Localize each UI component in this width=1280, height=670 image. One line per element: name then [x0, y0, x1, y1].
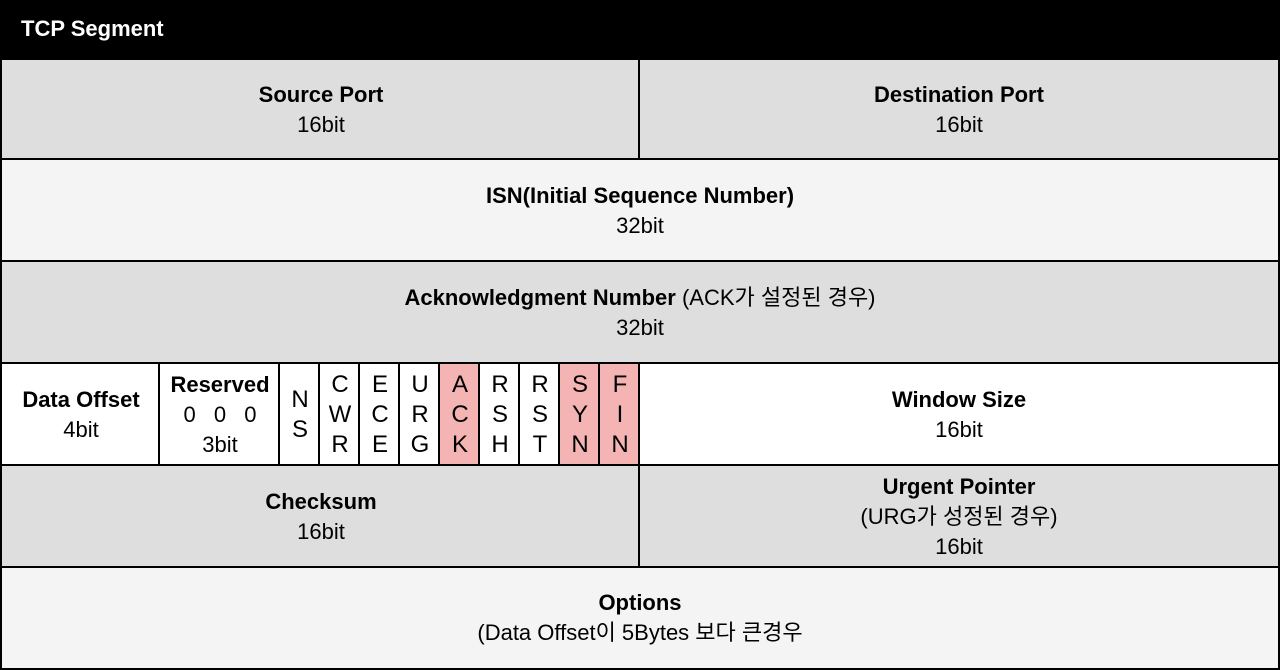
flag-letter: T [532, 431, 548, 458]
window-size-size: 16bit [935, 417, 983, 442]
flag-letter: S [531, 401, 548, 428]
acknowledgment-number-field: Acknowledgment Number (ACK가 설정된 경우) 32bi… [0, 260, 1280, 366]
flag-letter: R [411, 401, 429, 428]
checksum-field: Checksum 16bit [0, 464, 642, 570]
acknowledgment-number-note: (ACK가 설정된 경우) [675, 285, 876, 310]
destination-port-field: Destination Port 16bit [638, 58, 1280, 162]
flag-letter: C [371, 401, 389, 428]
source-port-label: Source Port [258, 82, 384, 107]
flag-letter: H [491, 431, 509, 458]
urgent-pointer-label: Urgent Pointer [882, 474, 1036, 499]
flag-letter: S [491, 401, 508, 428]
reserved-label: Reserved [170, 372, 270, 397]
urgent-pointer-note: (URG가 성정된 경우) [860, 504, 1058, 529]
data-offset-field: Data Offset 4bit [0, 362, 162, 468]
reserved-bits: 0 0 0 [183, 402, 263, 427]
flag-letter: F [612, 371, 628, 398]
flag-letter: A [451, 371, 468, 398]
flag-letter: E [371, 371, 388, 398]
window-size-label: Window Size [891, 387, 1027, 412]
data-offset-label: Data Offset [22, 387, 140, 412]
source-port-field: Source Port 16bit [0, 58, 642, 162]
urgent-pointer-size: 16bit [935, 534, 983, 559]
flag-letter: N [611, 431, 629, 458]
acknowledgment-number-heading: Acknowledgment Number (ACK가 설정된 경우) [404, 283, 875, 313]
flag-letter: I [616, 401, 624, 428]
flag-letter: R [531, 371, 549, 398]
destination-port-label: Destination Port [874, 82, 1044, 107]
acknowledgment-number-size: 32bit [616, 315, 664, 340]
flag-letter: R [491, 371, 509, 398]
flag-letter: S [291, 416, 308, 443]
data-offset-size: 4bit [63, 417, 99, 442]
options-label: Options [598, 590, 682, 615]
options-field: Options (Data Offset이 5Bytes 보다 큰경우 [0, 566, 1280, 670]
flag-letter: E [371, 431, 388, 458]
diagram-title-bar: TCP Segment [0, 0, 1280, 58]
flag-letter: K [451, 431, 468, 458]
flag-letter: S [571, 371, 588, 398]
acknowledgment-number-label: Acknowledgment Number [404, 285, 676, 310]
reserved-size: 3bit [202, 432, 238, 457]
isn-size: 32bit [616, 213, 664, 238]
flag-letter: G [410, 431, 430, 458]
flag-letter: U [411, 371, 429, 398]
options-note: (Data Offset이 5Bytes 보다 큰경우 [477, 620, 803, 645]
destination-port-size: 16bit [935, 112, 983, 137]
urgent-pointer-field: Urgent Pointer (URG가 성정된 경우) 16bit [638, 464, 1280, 570]
isn-field: ISN(Initial Sequence Number) 32bit [0, 158, 1280, 264]
isn-label: ISN(Initial Sequence Number) [485, 183, 795, 208]
flag-letter: W [328, 401, 352, 428]
flag-letter: C [331, 371, 349, 398]
checksum-label: Checksum [265, 489, 377, 514]
flag-letter: Y [571, 401, 588, 428]
diagram-title: TCP Segment [21, 16, 164, 41]
checksum-size: 16bit [297, 519, 345, 544]
flag-letter: R [331, 431, 349, 458]
source-port-size: 16bit [297, 112, 345, 137]
flag-letter: N [571, 431, 589, 458]
reserved-field: Reserved 0 0 0 3bit [158, 362, 282, 468]
flag-letter: N [291, 386, 309, 413]
window-size-field: Window Size 16bit [638, 362, 1280, 468]
flag-letter: C [451, 401, 469, 428]
